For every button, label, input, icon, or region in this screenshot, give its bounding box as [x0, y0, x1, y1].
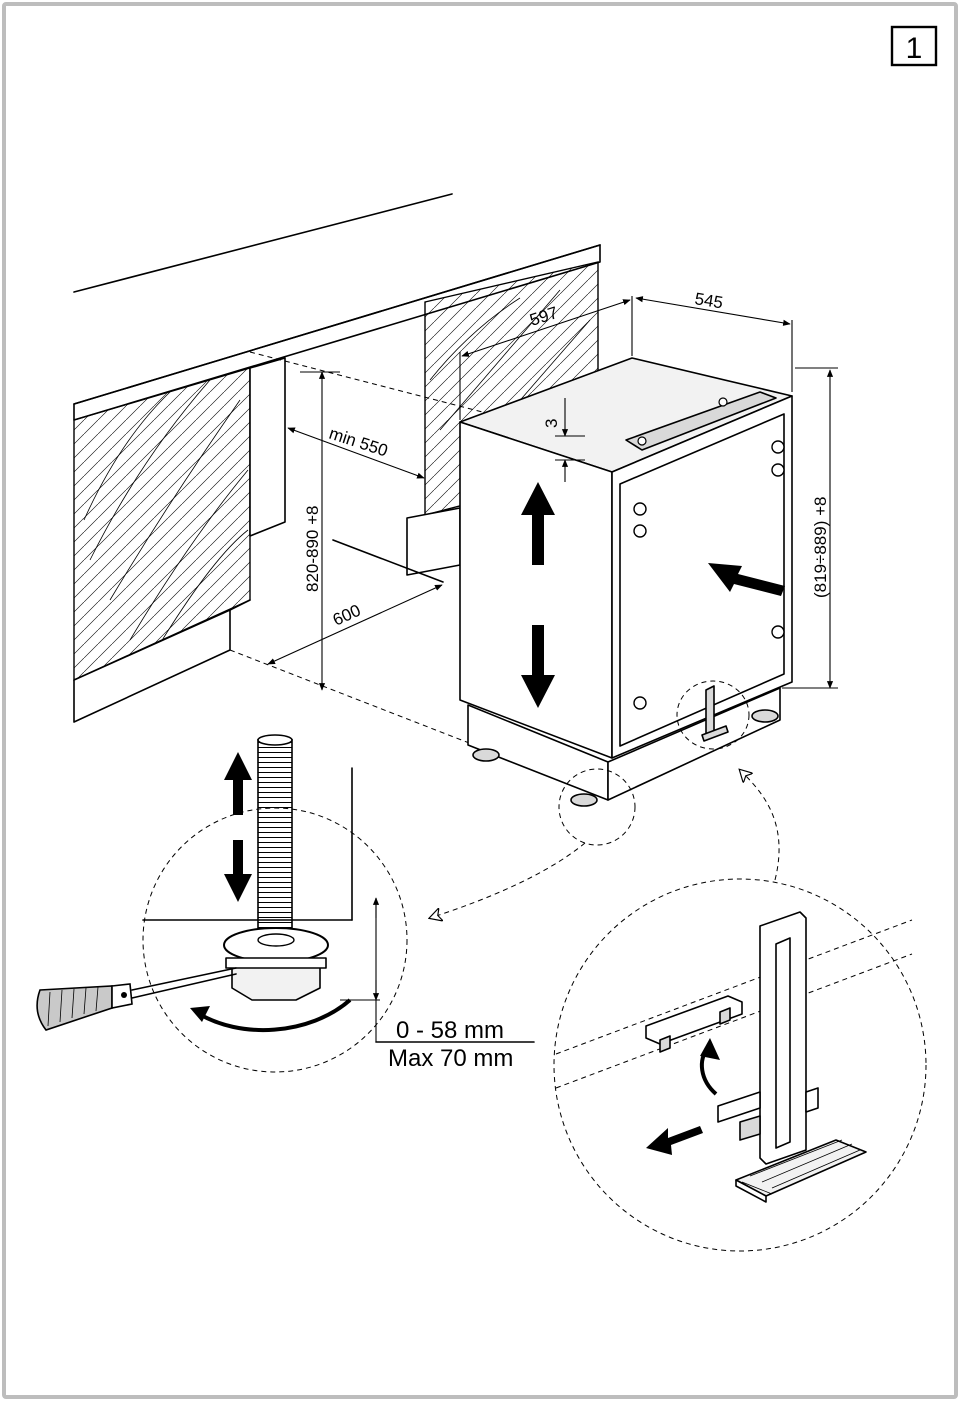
curved-arrow-icon-2 [740, 770, 780, 881]
dim-appliance-height: (819÷889) +8 [811, 497, 830, 599]
figure-number: 1 [906, 32, 923, 65]
up-arrow-icon [521, 482, 555, 565]
foot-down-arrow-icon [224, 840, 252, 902]
guide-detail-marker [676, 680, 750, 750]
guide-detail [553, 878, 927, 1252]
dimension-lines [267, 296, 838, 691]
niche-floor-line [229, 649, 591, 791]
door-screws [633, 440, 785, 710]
dim-niche-height: 820-890 +8 [303, 506, 322, 593]
foot-up-arrow-icon [224, 752, 252, 815]
foot-adjustment-detail [36, 734, 535, 1073]
push-arrow-icon [708, 563, 785, 596]
down-arrow-icon [521, 625, 555, 708]
rotate-arrow-icon [194, 998, 352, 1033]
appliance [459, 357, 793, 807]
foot-detail-marker [558, 768, 636, 846]
dim-gap: 3 [542, 419, 561, 428]
pull-arrow-icon [646, 1126, 703, 1155]
foot-range-label: 0 - 58 mm [396, 1017, 504, 1044]
figure-number-box: 1 [890, 25, 938, 67]
dim-niche-depth: min 550 [327, 424, 390, 461]
threaded-rod [257, 739, 293, 946]
dim-depth: 545 [693, 289, 724, 312]
curved-arrow-icon [430, 842, 586, 918]
screwdriver-icon [36, 967, 237, 1031]
foot-max-label: Max 70 mm [388, 1045, 513, 1072]
dim-niche-width: 600 [330, 601, 364, 630]
